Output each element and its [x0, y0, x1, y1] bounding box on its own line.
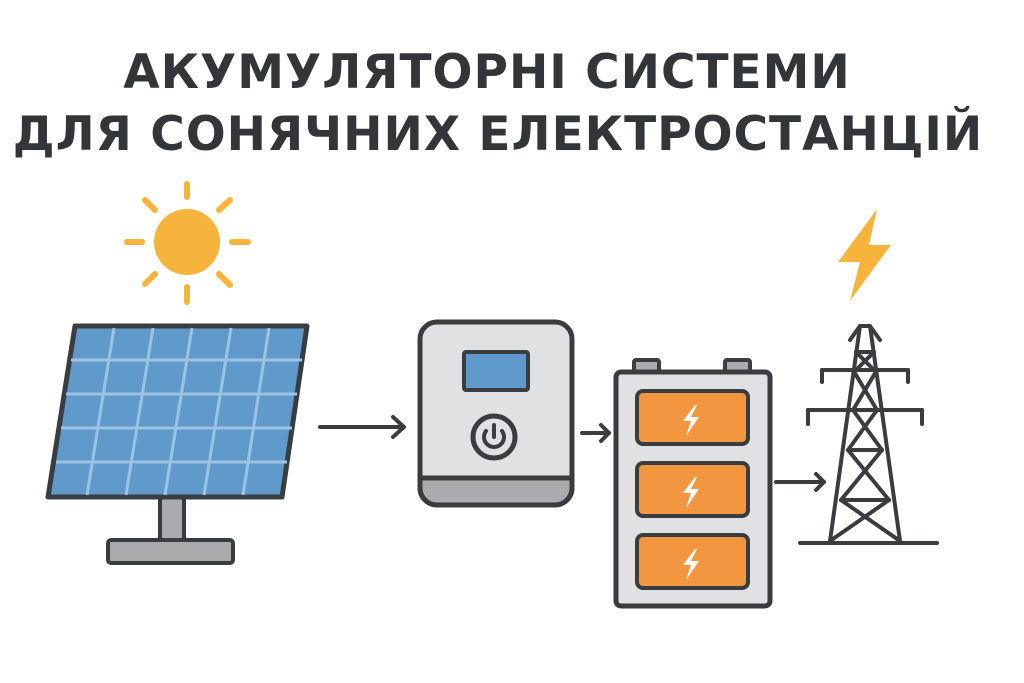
- lightning-icon: [683, 405, 699, 580]
- battery-icon: [613, 358, 773, 609]
- sun-icon: [124, 181, 251, 305]
- power-icon: [470, 413, 518, 461]
- lightning-icon: [838, 209, 891, 301]
- title-line-2: ДЛЯ СОНЯЧНИХ ЕЛЕКТРОСТАНЦІЙ: [13, 107, 984, 162]
- solar-panel-icon: [45, 323, 310, 565]
- title-line-1: АКУМУЛЯТОРНІ СИСТЕМИ: [123, 45, 851, 100]
- power-tower-icon: [798, 324, 939, 545]
- arrow-right-icon: [318, 415, 406, 439]
- inverter-icon: [417, 319, 575, 508]
- arrow-right-icon: [580, 423, 611, 443]
- arrow-right-icon: [774, 472, 826, 492]
